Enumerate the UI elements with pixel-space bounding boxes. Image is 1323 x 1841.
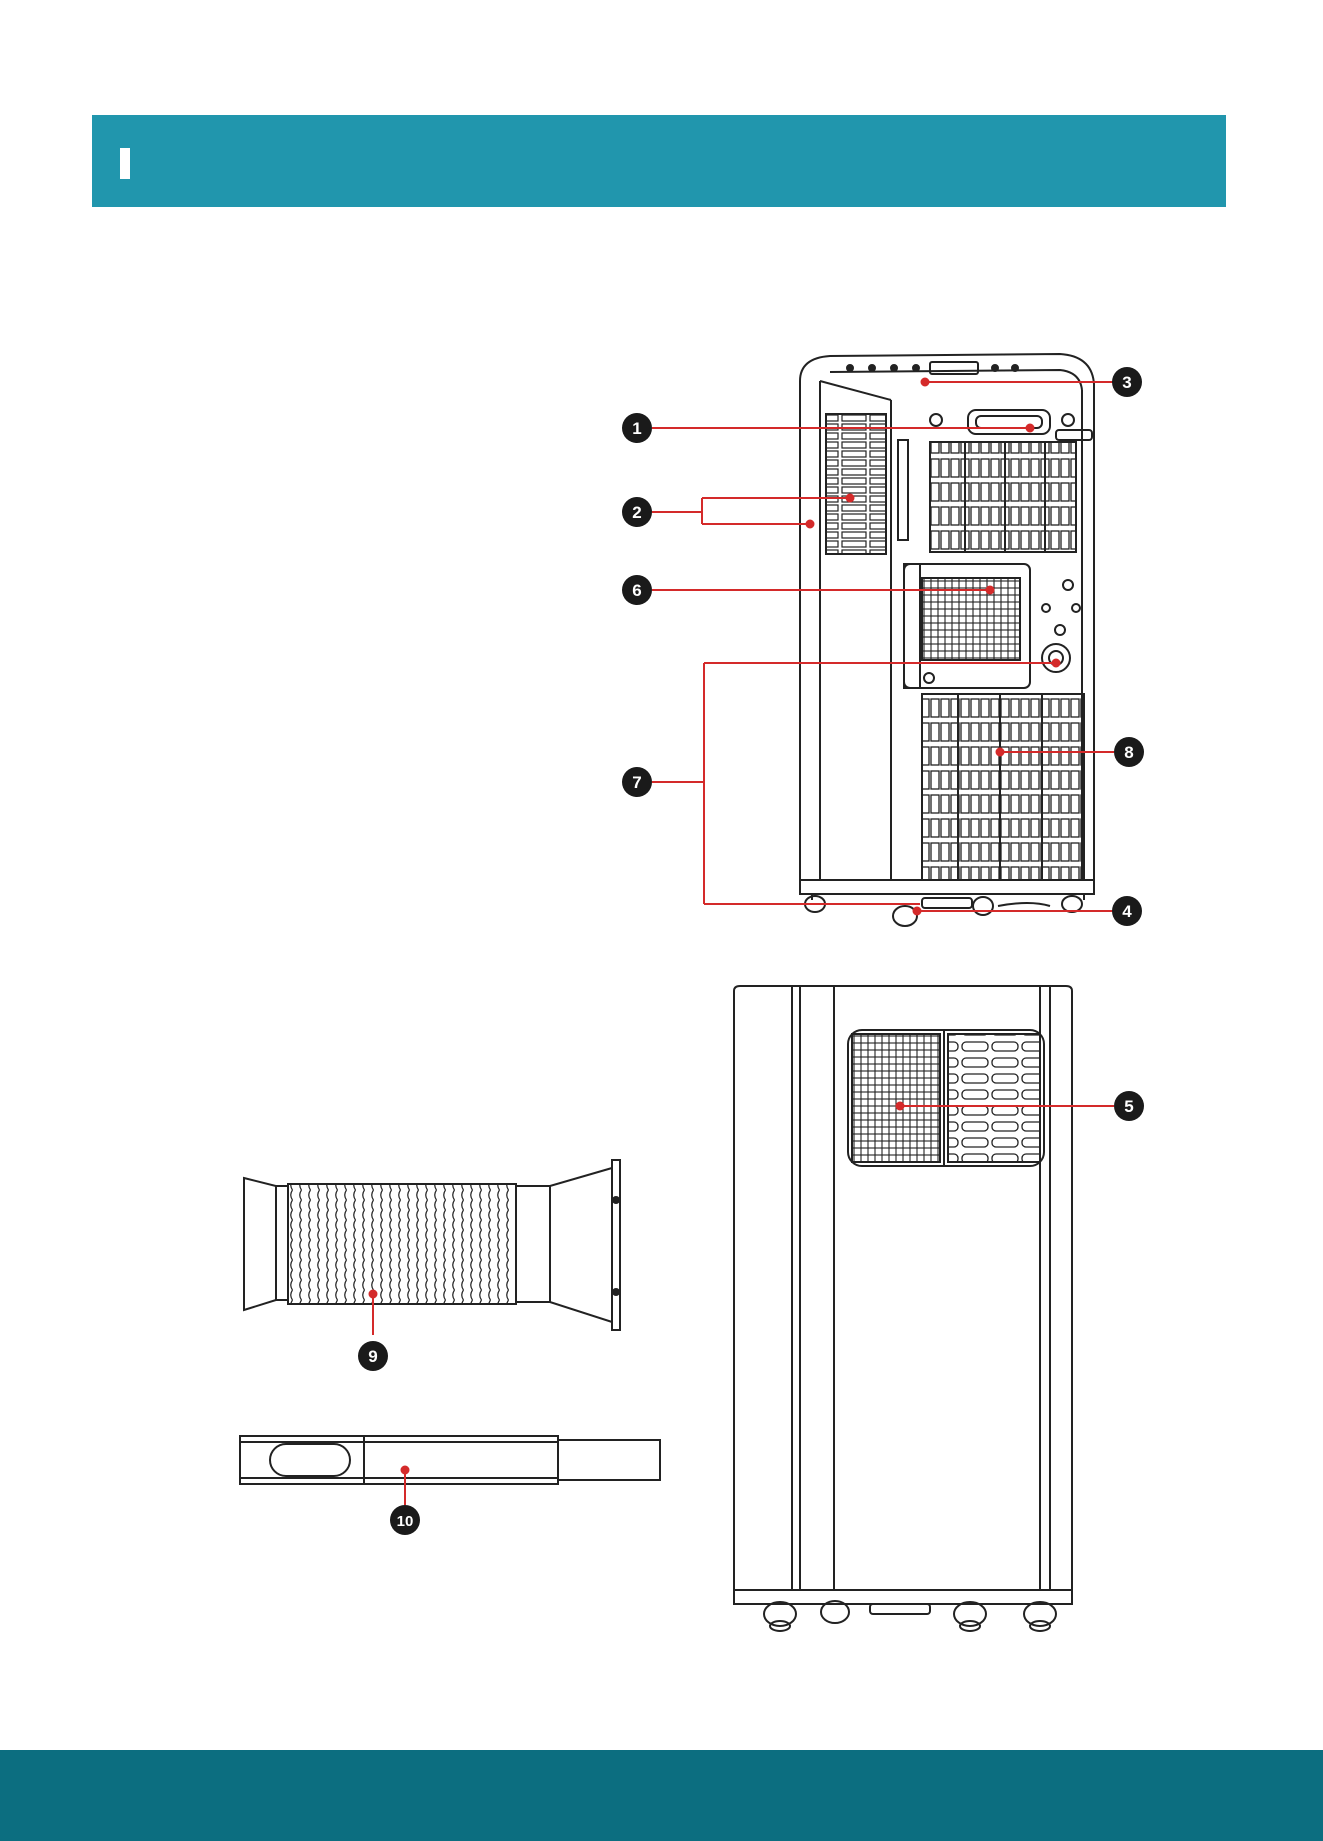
callout-2-label: 2 [632,503,641,522]
callout-5: 5 [1114,1091,1144,1121]
callout-8-label: 8 [1124,743,1133,762]
exhaust-hose [244,1160,620,1330]
callout-6-label: 6 [632,581,641,600]
callout-3-label: 3 [1122,373,1131,392]
window-slider [240,1436,660,1484]
callout-1: 1 [622,413,652,443]
callout-3: 3 [1112,367,1142,397]
rear-view [734,986,1072,1631]
callout-4: 4 [1112,896,1142,926]
callout-9: 9 [358,1341,388,1371]
callout-2: 2 [622,497,652,527]
callout-9-label: 9 [368,1347,377,1366]
callout-10-label: 10 [397,1513,414,1530]
front-view [800,354,1094,926]
callout-8: 8 [1114,737,1144,767]
callout-7-label: 7 [632,773,641,792]
callout-4-label: 4 [1122,902,1132,921]
footer-band [0,1750,1323,1841]
callout-5-label: 5 [1124,1097,1133,1116]
callout-6: 6 [622,575,652,605]
callout-7: 7 [622,767,652,797]
product-diagram: 1 2 3 4 5 6 7 8 9 10 [0,0,1323,1750]
callout-10: 10 [390,1505,420,1535]
callout-1-label: 1 [632,419,641,438]
